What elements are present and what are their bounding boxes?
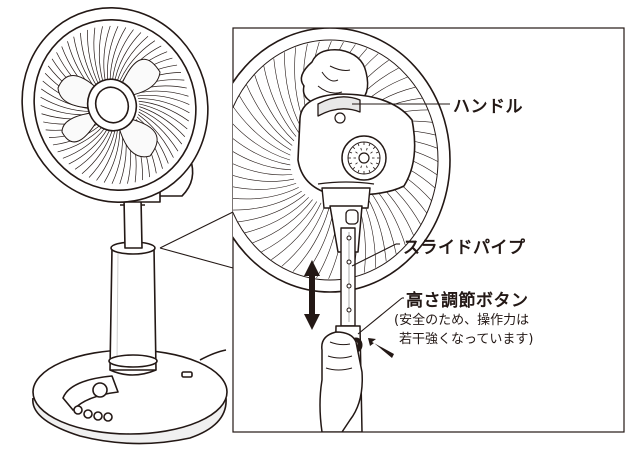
guard-wire — [98, 26, 104, 83]
vent-slot — [357, 143, 360, 147]
fan-base — [32, 197, 228, 445]
guard-wire — [112, 29, 134, 80]
guard-wire — [57, 126, 103, 153]
guard-wire — [40, 96, 92, 112]
vent-slot — [352, 146, 356, 150]
safety-note-line-1: (安全のため、操作力は — [394, 313, 530, 328]
guard-wire — [233, 163, 293, 176]
top-hand — [300, 49, 369, 107]
guard-wire — [103, 25, 111, 81]
vent-slot — [355, 162, 358, 165]
guard-wire — [244, 197, 309, 234]
vent-slot — [372, 166, 376, 170]
guard-wire — [233, 175, 295, 182]
vent-slot — [352, 166, 356, 170]
vent-slot — [357, 169, 360, 173]
guard-wire — [138, 108, 183, 145]
guard-wire — [119, 40, 156, 81]
guard-wire — [137, 114, 174, 158]
standing-fan — [21, 7, 228, 445]
vent-slot — [375, 162, 379, 165]
guard-wire — [233, 106, 291, 156]
guard-wire — [237, 194, 306, 223]
vent-slot — [366, 165, 368, 169]
vent-slot — [370, 151, 373, 154]
guard-wire — [233, 123, 291, 161]
guard-wire — [41, 88, 92, 110]
guard-wire — [87, 29, 100, 86]
guard-wire — [273, 58, 299, 133]
up-down-arrow — [304, 260, 320, 330]
guard-wire — [284, 52, 302, 130]
vent-slot — [368, 169, 371, 173]
guard-wire — [138, 98, 190, 114]
vent-slot — [370, 162, 373, 165]
guard-wire — [233, 138, 291, 166]
vent-slot — [372, 146, 376, 150]
handle-label: ハンドル — [453, 97, 523, 117]
guard-wire — [254, 74, 295, 142]
guard-wire — [233, 187, 299, 200]
guard-wire — [233, 183, 297, 190]
guard-wire — [96, 130, 118, 181]
height-adjust-button-label: 高さ調節ボタン — [406, 291, 529, 311]
press-arrow — [368, 338, 394, 358]
guard-wire — [80, 32, 98, 87]
guard-wire — [137, 94, 190, 105]
vent-slot — [366, 147, 368, 151]
guard-wire — [252, 199, 313, 244]
guard-wire — [109, 27, 127, 80]
vent-slot — [360, 165, 362, 169]
vent-slot — [349, 162, 353, 165]
guard-wire — [107, 26, 119, 81]
guard-wire — [233, 190, 302, 211]
guard-wire — [138, 100, 189, 122]
leader-lines — [351, 103, 450, 335]
guard-wire — [281, 203, 326, 267]
guard-wire — [81, 130, 113, 175]
vent-slot — [375, 151, 379, 154]
guard-wire — [138, 103, 188, 130]
guard-wire — [246, 84, 293, 146]
guard-wire — [139, 106, 186, 137]
vent-slot — [360, 147, 362, 151]
guard-wire — [239, 95, 292, 151]
guard-wire — [68, 128, 108, 165]
guard-wire — [117, 35, 149, 80]
safety-note-line-2: 若干強くなっています) — [399, 332, 534, 347]
vent-slot — [349, 151, 353, 154]
guard-wire — [114, 32, 142, 80]
guard-wire — [103, 130, 121, 183]
callout-lines — [159, 211, 234, 269]
vent-slot — [368, 143, 371, 147]
guard-wire — [88, 130, 116, 178]
guard-wire — [292, 203, 331, 272]
detail-view — [233, 28, 451, 432]
guard-wire — [271, 202, 322, 260]
guard-wire — [138, 111, 179, 152]
guard-wire — [62, 127, 106, 159]
fan-head — [21, 7, 209, 203]
vent-slot — [355, 151, 358, 154]
guard-wire — [233, 151, 292, 171]
guard-wire — [263, 66, 297, 137]
slide-pipe-label: スライドパイプ — [403, 238, 526, 258]
guard-wire — [93, 27, 102, 84]
guard-wire — [261, 201, 318, 253]
guard-wire — [74, 129, 111, 170]
handle — [317, 96, 361, 117]
